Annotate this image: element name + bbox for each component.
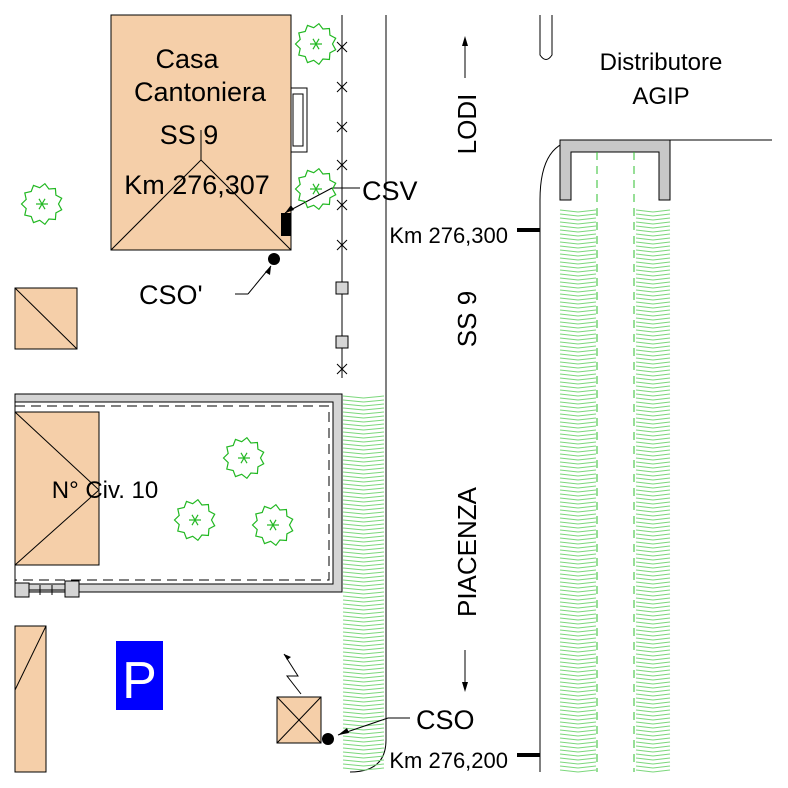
lightning-arrow-icon	[283, 653, 302, 695]
building-small-left	[14, 287, 78, 350]
tree-icon	[222, 436, 265, 480]
hedge-east-b	[635, 209, 671, 773]
csv-label: CSV	[362, 176, 418, 206]
tree-icon	[251, 503, 294, 547]
trees	[20, 22, 337, 547]
tree-icon	[294, 167, 337, 211]
casa-line2: Cantoniera	[134, 77, 267, 107]
station-agip: Distributore AGIP	[559, 49, 723, 772]
casa-line4: Km 276,307	[124, 170, 270, 200]
tree-icon	[294, 22, 337, 66]
road-name: SS 9	[452, 291, 482, 347]
building-casa-cantoniera: Casa Cantoniera SS 9 Km 276,307	[110, 14, 308, 251]
cso-prime-label: CSO'	[139, 280, 203, 310]
km-lower-label: Km 276,200	[389, 748, 508, 773]
fence-marks	[336, 41, 348, 375]
casa-line3: SS 9	[160, 120, 219, 150]
station-line2: AGIP	[632, 83, 689, 110]
point-cso: CSO	[276, 653, 475, 745]
parking-letter: P	[122, 652, 157, 710]
building-bottom-left	[14, 625, 47, 773]
compound-civico-10: N° Civ. 10	[14, 393, 343, 598]
arrow-up-icon	[462, 36, 468, 78]
tree-icon	[20, 182, 63, 226]
parking-icon: P	[116, 641, 163, 710]
cso-label: CSO	[416, 705, 475, 735]
hedge-west	[342, 395, 385, 771]
point-cso-prime: CSO'	[139, 253, 280, 310]
direction-piacenza: PIACENZA	[452, 486, 482, 617]
tree-icon	[173, 498, 216, 542]
direction-lodi: LODI	[452, 94, 482, 155]
hedge-east-a	[559, 209, 597, 773]
km-upper-label: Km 276,300	[389, 223, 508, 248]
fence-line	[335, 15, 349, 378]
arrow-down-icon	[462, 650, 468, 692]
casa-line1: Casa	[155, 44, 219, 74]
km-marker-upper: Km 276,300	[389, 223, 540, 248]
point-csv: CSV	[284, 176, 418, 214]
km-marker-lower: Km 276,200	[389, 748, 540, 773]
station-line1: Distributore	[600, 49, 723, 76]
road-labels: LODI SS 9 PIACENZA	[452, 36, 482, 692]
civico-label: N° Civ. 10	[52, 477, 159, 504]
